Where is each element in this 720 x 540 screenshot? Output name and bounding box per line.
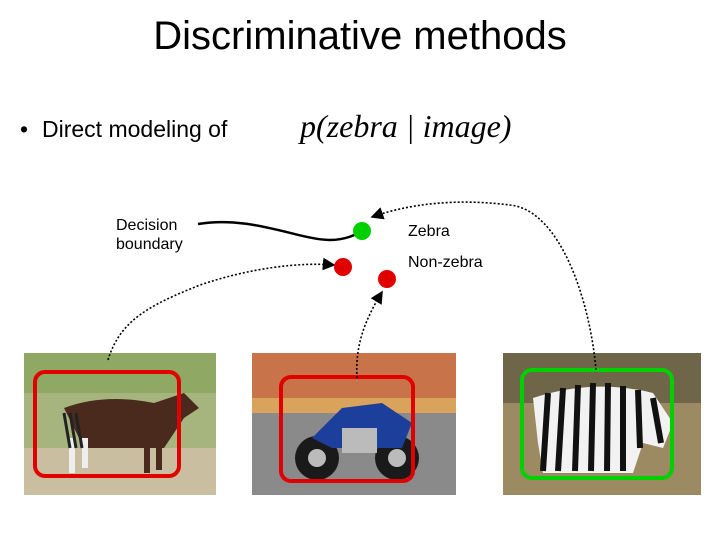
decision-boundary-curve: [197, 220, 366, 242]
bullet-line: • Direct modeling of: [20, 116, 227, 143]
zebra-arrow: [370, 201, 597, 371]
probability-formula: p(zebra | image): [300, 108, 512, 144]
decision-boundary-label: Decision boundary: [116, 217, 183, 253]
zebra-point: [353, 222, 371, 240]
non-zebra-label: Non-zebra: [408, 254, 483, 271]
okapi-photo: [24, 353, 216, 495]
motorcycle-arrow: [355, 290, 383, 379]
slide-title: Discriminative methods: [153, 14, 567, 58]
okapi-arrow: [107, 257, 336, 361]
non-zebra-point-2: [378, 270, 396, 288]
bullet-icon: •: [20, 116, 29, 142]
zebra-green-box: [520, 368, 674, 480]
okapi-red-box: [33, 370, 181, 478]
motorcycle-red-box: [279, 375, 415, 483]
non-zebra-point-1: [334, 258, 352, 276]
zebra-label: Zebra: [408, 223, 450, 240]
bullet-text: Direct modeling of: [42, 116, 228, 142]
okapi-image: [24, 353, 216, 495]
